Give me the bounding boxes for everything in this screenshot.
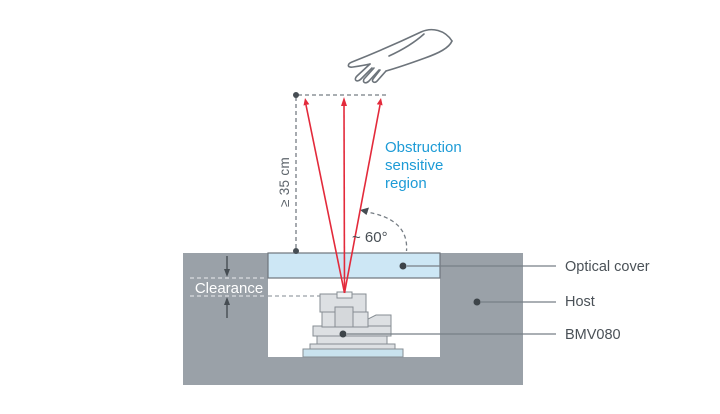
sensor-recess [334, 306, 354, 328]
optical-cover-dot [399, 262, 407, 270]
callout-optical-cover: Optical cover [565, 259, 650, 275]
sensor-base-strip [309, 343, 396, 350]
sensor-base-tier [316, 335, 388, 345]
measurement-top-dot [293, 92, 299, 98]
callout-bmv080: BMV080 [565, 327, 621, 343]
clearance-label: Clearance [194, 280, 264, 297]
clearance-dashed-lines [190, 277, 321, 297]
sensor-pcb [302, 348, 404, 358]
callout-leaders [339, 262, 556, 338]
callout-host: Host [565, 294, 595, 310]
hand-icon [347, 28, 453, 84]
host-dot [473, 298, 481, 306]
measurement-bottom-dot [293, 248, 299, 254]
clearance-arrows [224, 256, 230, 318]
angle-arc [360, 207, 408, 252]
distance-label: ≥ 35 cm [277, 156, 292, 208]
region-line-1: Obstruction [385, 139, 462, 156]
measurement-lines [293, 92, 386, 254]
detection-beams [303, 97, 383, 294]
region-line-3: region [385, 175, 427, 192]
bmv080-sensor [302, 291, 404, 358]
obstruction-region-label: Obstruction sensitive region [385, 139, 462, 193]
region-line-2: sensitive [385, 157, 444, 174]
bmv080-dot [339, 330, 347, 338]
angle-label: ~ 60° [352, 229, 388, 246]
angle-arc-arrowhead [360, 207, 369, 215]
